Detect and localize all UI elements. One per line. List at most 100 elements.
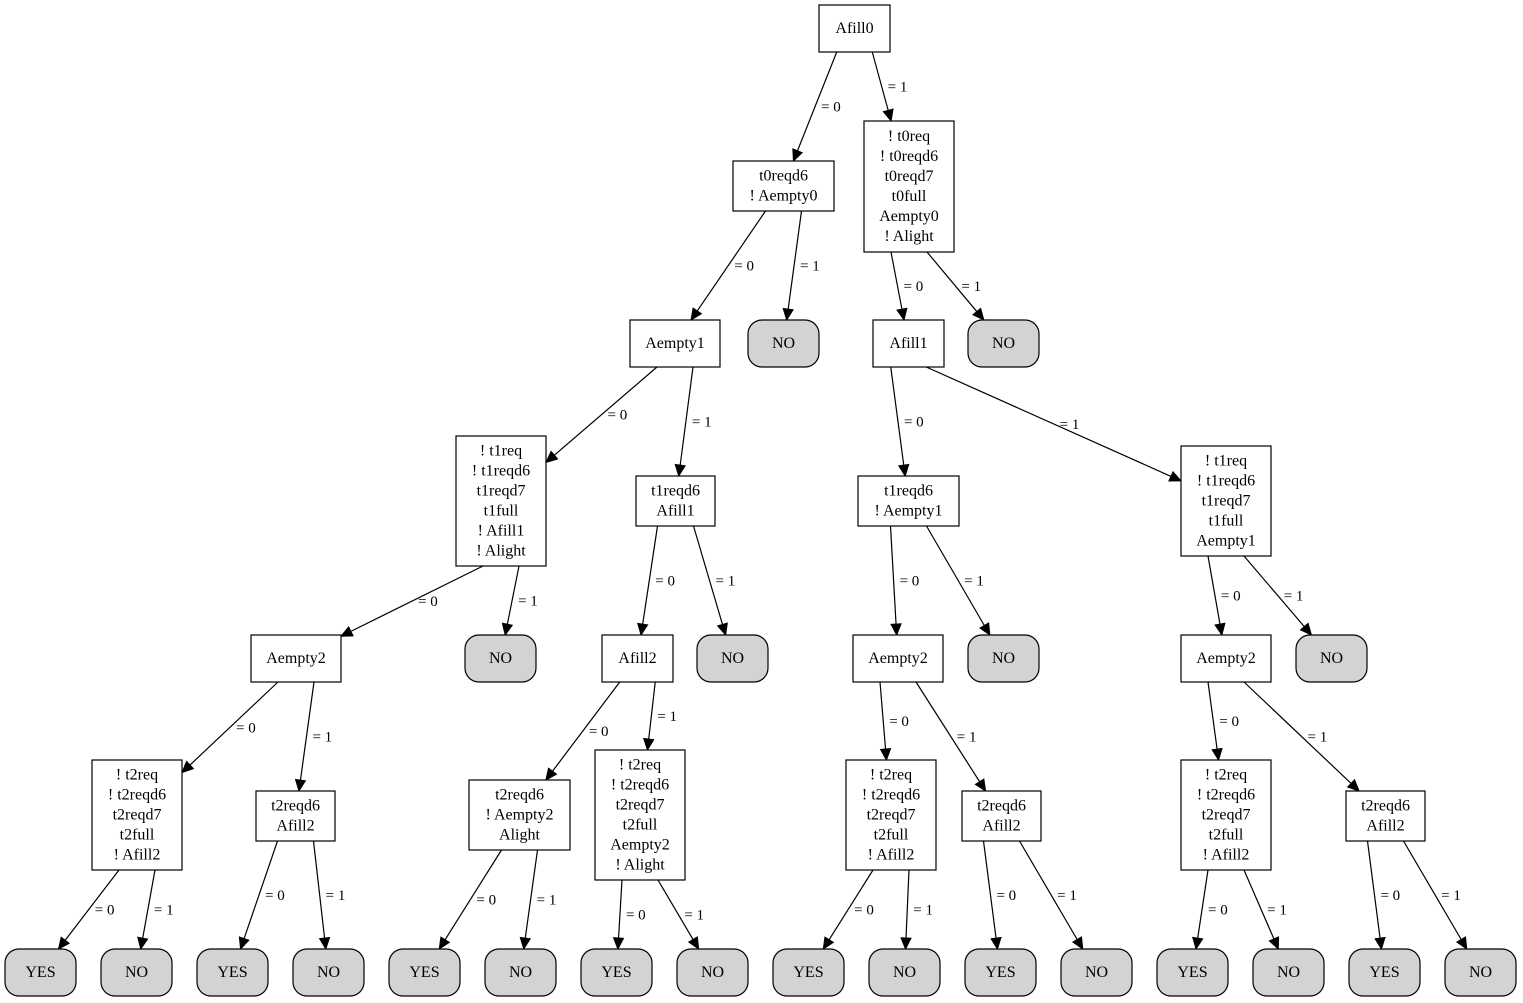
result-node: NO (484, 948, 557, 997)
edge-label: = 1 (684, 908, 704, 924)
node-label-line: ! t2reqd6 (108, 787, 166, 804)
edge-line (796, 51, 838, 151)
node-label-line: NO (701, 964, 724, 981)
edge-label: = 0 (1219, 714, 1239, 730)
result-node-shape (1060, 948, 1133, 997)
node-label-line: ! t1req (1205, 453, 1247, 470)
edge-arrowhead (1168, 470, 1183, 482)
node-label-line: Afill2 (618, 650, 656, 667)
edge-line (890, 366, 905, 466)
node-label-line: t0reqd7 (885, 168, 934, 185)
node-label-line: Aempty2 (610, 837, 670, 854)
result-node: NO (100, 948, 173, 997)
edge-line (1207, 681, 1218, 750)
edge-line (889, 525, 897, 625)
decision-node-shape (863, 120, 955, 253)
edge-line (617, 879, 623, 939)
node-label-line: NO (1277, 964, 1300, 981)
edge-label: = 0 (476, 893, 496, 909)
edge-label: = 0 (904, 279, 924, 295)
result-node-shape (967, 634, 1040, 683)
result-node: NO (676, 948, 749, 997)
edge-line (905, 869, 910, 939)
node-label-line: NO (509, 964, 532, 981)
edge-line (1243, 555, 1305, 628)
node-label-line: ! t2reqd6 (862, 787, 920, 804)
edge-label: = 1 (692, 415, 712, 431)
result-node: YES (964, 948, 1037, 997)
edge-arrowhead (687, 936, 700, 951)
node-label-line: t1full (484, 503, 519, 520)
edge-arrowhead (882, 108, 894, 123)
edge-label: = 1 (1308, 730, 1328, 746)
edge-arrowhead (1211, 747, 1223, 762)
edge-line (926, 366, 1172, 477)
decision-node-shape (455, 435, 547, 567)
node-label-line: t0reqd6 (759, 168, 808, 185)
edge-label: = 0 (1221, 589, 1241, 605)
edge-label: = 0 (854, 903, 874, 919)
edge-line (679, 366, 694, 466)
decision-node: Afill2 (601, 634, 674, 683)
result-node: YES (1156, 948, 1229, 997)
edge-line (642, 525, 659, 625)
node-label-line: ! Afill2 (868, 847, 915, 864)
result-node: NO (1444, 948, 1517, 997)
node-label-line: Aempty1 (645, 335, 705, 352)
edge-arrowhead (879, 748, 892, 762)
edge-arrowhead (438, 936, 451, 951)
edge-arrowhead (900, 937, 912, 951)
edge-arrowhead (897, 463, 910, 478)
edge-arrowhead (519, 936, 532, 951)
decision-node-shape (961, 790, 1042, 842)
result-node-shape (464, 634, 537, 683)
edge-arrowhead (792, 148, 804, 163)
edge-line (1197, 869, 1209, 939)
edge-line (1018, 840, 1078, 940)
result-node-shape (964, 948, 1037, 997)
edge-label: = 1 (800, 259, 820, 275)
result-node: YES (196, 948, 269, 997)
node-label-line: YES (25, 964, 55, 981)
edge-label: = 1 (326, 888, 346, 904)
node-label-line: t2full (623, 817, 658, 834)
node-label-line: YES (409, 964, 439, 981)
edge-line (879, 681, 887, 750)
edge-line (871, 51, 889, 111)
result-node: YES (1348, 948, 1421, 997)
node-label-line: t2full (874, 827, 909, 844)
edge-line (648, 681, 656, 740)
node-label-line: Aempty1 (1196, 533, 1256, 550)
node-label-line: YES (793, 964, 823, 981)
decision-node: Afill0 (818, 4, 891, 53)
edge-label: = 0 (655, 574, 675, 590)
node-label-line: YES (217, 964, 247, 981)
decision-node-shape (1180, 634, 1272, 683)
result-node: NO (696, 634, 769, 683)
node-label-line: ! Alight (476, 543, 526, 560)
node-label-line: Aempty2 (1196, 650, 1256, 667)
node-label-line: t2reqd6 (495, 787, 544, 804)
decision-node-shape (601, 634, 674, 683)
node-label-line: t2reqd6 (1361, 798, 1410, 815)
node-label-line: t2reqd7 (616, 797, 665, 814)
edge-line (243, 840, 279, 939)
result-node-shape (676, 948, 749, 997)
edge-label: = 1 (1284, 589, 1304, 605)
result-node: NO (292, 948, 365, 997)
result-node-shape (388, 948, 461, 997)
edge-line (553, 366, 658, 456)
edge-label: = 0 (236, 720, 256, 736)
node-label-line: t2full (1209, 827, 1244, 844)
edge-label: = 1 (888, 80, 908, 96)
result-node-shape (1444, 948, 1517, 997)
edge-line (350, 565, 484, 632)
node-label-line: t1reqd7 (477, 483, 526, 500)
decision-node-shape (818, 4, 891, 53)
